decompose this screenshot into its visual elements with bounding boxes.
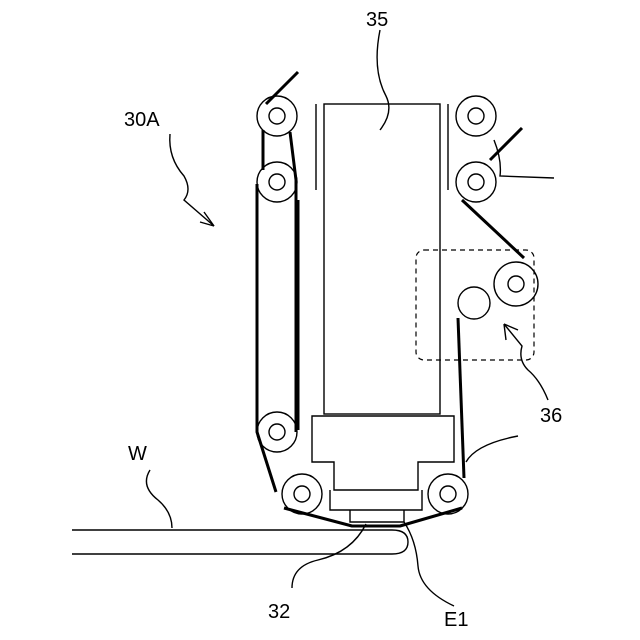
label-head: 35 [366,9,388,31]
label-workpiece: W [128,443,147,465]
label-mechanism: 36 [540,405,562,427]
label-unit: 30A [124,109,160,131]
leader-unit [170,134,214,226]
label-end: E1 [444,609,468,631]
leader-mechanism [504,324,548,400]
leader-workpiece [146,470,172,528]
left-belt-entry [266,72,298,104]
leader-edge-part [292,524,366,588]
belt-paths [257,72,554,526]
workpiece [72,530,408,554]
right-belt-exit [466,436,518,462]
right-roller-mid [456,162,496,202]
mechanism-outline [416,250,534,360]
drive-roller [494,262,538,306]
label-edge-part: 32 [268,601,290,623]
right-roller-top [456,96,496,136]
left-belt-outer [257,184,276,492]
right-belt-down [458,318,464,478]
leader-unit-arrow [200,212,214,226]
pinch-roller [458,287,490,319]
leader-lines [146,30,548,606]
right-belt-to-mechanism [462,200,524,258]
leader-head [377,30,389,130]
leader-end [404,522,454,606]
left-belt-inner [290,132,296,432]
head-block [312,104,454,522]
